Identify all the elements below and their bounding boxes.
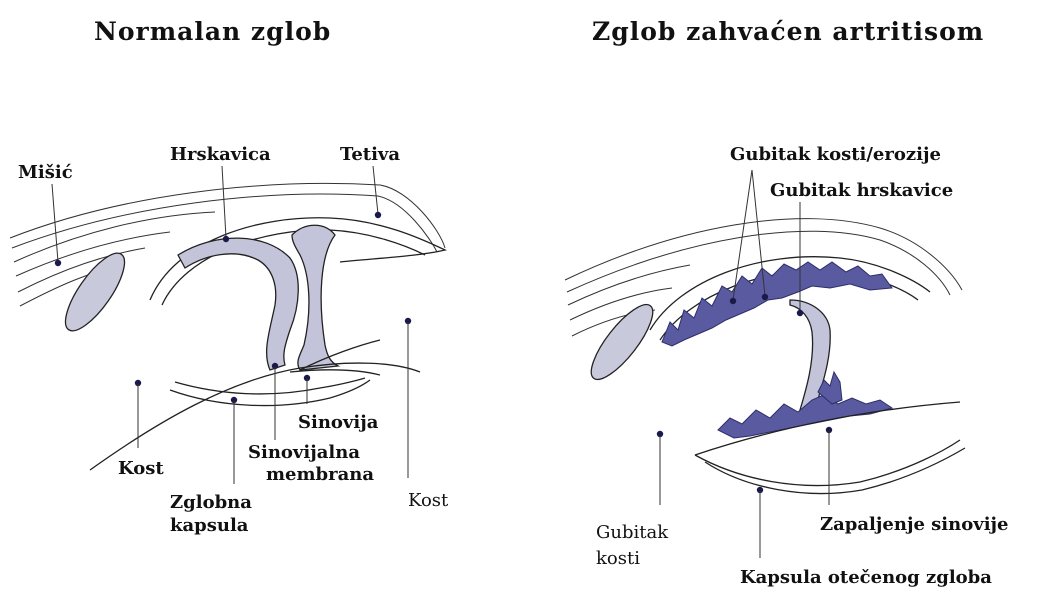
dot-hrskavice xyxy=(797,310,803,316)
muscle-oval xyxy=(56,245,135,339)
label-zapaljenje-sinovije: Zapaljenje sinovije xyxy=(820,514,1009,535)
label-gubitak-kosti-2: kosti xyxy=(596,548,640,569)
label-zglobna-2: kapsula xyxy=(170,515,249,536)
label-gubitak-kosti-1: Gubitak xyxy=(596,522,669,543)
arthritis-labels: Gubitak kosti/erozije Gubitak hrskavice … xyxy=(596,144,1009,588)
label-gubitak-hrskavice: Gubitak hrskavice xyxy=(770,180,953,201)
label-gubitak-kosti-erozije: Gubitak kosti/erozije xyxy=(730,144,941,165)
normal-joint-illustration xyxy=(10,183,445,470)
leader-tetiva xyxy=(373,166,378,214)
leader-hrskavica xyxy=(222,166,226,238)
title-arthritis-joint: Zglob zahvaćen artritisom xyxy=(592,17,984,46)
a-capsule-bottom xyxy=(695,440,960,486)
label-tetiva: Tetiva xyxy=(340,144,400,165)
a-muscle-line-2 xyxy=(570,288,672,320)
title-normal-joint: Normalan zglob xyxy=(94,17,331,46)
cartilage-left xyxy=(178,238,298,370)
inflamed-synovium-top xyxy=(662,262,892,346)
label-kapsula-otecenog-zgloba: Kapsula otečenog zgloba xyxy=(740,567,992,588)
label-misic: Mišić xyxy=(18,162,73,183)
label-sinovijalna-2: membrana xyxy=(266,464,374,485)
label-kost-left: Kost xyxy=(118,458,164,479)
label-kost-right: Kost xyxy=(408,490,449,511)
arthritis-joint-illustration xyxy=(565,219,965,494)
a-muscle-line-1 xyxy=(568,265,690,305)
a-capsule-bottom-outer xyxy=(705,448,965,494)
label-hrskavica: Hrskavica xyxy=(170,144,271,165)
cartilage-right xyxy=(292,225,338,370)
label-sinovijalna-1: Sinovijalna xyxy=(248,442,360,463)
label-zglobna-1: Zglobna xyxy=(170,492,252,513)
dot-misic xyxy=(55,260,61,266)
dot-erozije-1 xyxy=(730,298,736,304)
dot-hrskavica xyxy=(223,236,229,242)
normal-labels: Mišić Hrskavica Tetiva Kost Sinovija Sin… xyxy=(18,144,449,536)
label-sinovija: Sinovija xyxy=(298,412,379,433)
dot-erozije-2 xyxy=(762,294,768,300)
a-muscle-oval xyxy=(582,297,662,388)
synovium-line xyxy=(290,370,380,375)
dot-tetiva xyxy=(375,212,381,218)
synovial-membrane-line xyxy=(175,378,365,394)
